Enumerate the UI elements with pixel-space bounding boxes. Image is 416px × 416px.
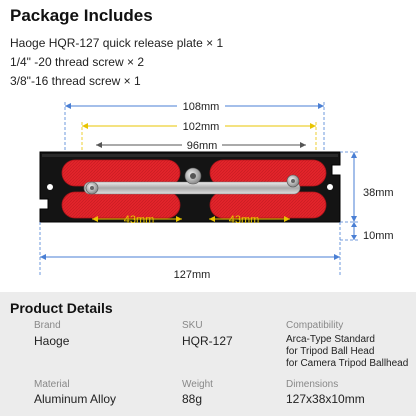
brand-value: Haoge [34, 334, 70, 348]
dimension-38: 38mm [340, 151, 394, 223]
product-details-panel: Product Details Brand Haoge SKU HQR-127 … [0, 292, 416, 416]
dimension-102-label: 102mm [183, 121, 220, 133]
brand-label: Brand [34, 320, 61, 331]
dimension-127-label: 127mm [174, 269, 211, 281]
dimension-43-right-label: 43mm [229, 214, 260, 226]
product-details-title: Product Details [10, 300, 113, 316]
dimension-43-right: 43mm [209, 214, 290, 226]
package-item-quarter-screw: 1/4" -20 thread screw × 2 [10, 55, 144, 69]
rubber-pad-bottom-left [61, 191, 181, 219]
plate-hole-icon [47, 184, 53, 190]
dimensions-value: 127x38x10mm [286, 392, 365, 406]
compatibility-line: for Tripod Ball Head [286, 346, 375, 357]
weight-label: Weight [182, 379, 213, 390]
dimension-96: 96mm [96, 137, 306, 152]
weight-value: 88g [182, 392, 203, 406]
rubber-pad-bottom-right [209, 191, 327, 219]
package-item-three-eighths-screw: 3/8"-16 thread screw × 1 [10, 74, 141, 88]
dimension-127: 127mm [39, 222, 341, 281]
dimension-96-label: 96mm [187, 140, 218, 152]
dimension-43-left: 43mm [92, 214, 182, 226]
compatibility-value: Arca-Type Standard for Tripod Ball Head … [286, 334, 408, 370]
dimension-10: 10mm [340, 222, 394, 242]
plate-dimension-figure: 108mm 102mm 96mm [39, 98, 394, 281]
dimension-43-left-label: 43mm [124, 214, 155, 226]
dimension-10-label: 10mm [363, 230, 394, 242]
sku-value: HQR-127 [182, 334, 233, 348]
dimension-108: 108mm [64, 98, 325, 152]
package-item-plate: Haoge HQR-127 quick release plate × 1 [10, 36, 224, 50]
dimensions-label: Dimensions [286, 379, 339, 390]
plate-hole-icon [327, 184, 333, 190]
quick-release-plate [39, 151, 341, 223]
package-includes-title: Package Includes [10, 6, 153, 25]
compatibility-line: Arca-Type Standard [286, 334, 375, 345]
sku-label: SKU [182, 320, 203, 331]
dimension-108-label: 108mm [183, 101, 220, 113]
dimension-38-label: 38mm [363, 187, 394, 199]
material-label: Material [34, 379, 70, 390]
compatibility-line: for Camera Tripod Ballhead [286, 358, 409, 369]
compatibility-label: Compatibility [286, 320, 344, 331]
material-value: Aluminum Alloy [34, 392, 117, 406]
